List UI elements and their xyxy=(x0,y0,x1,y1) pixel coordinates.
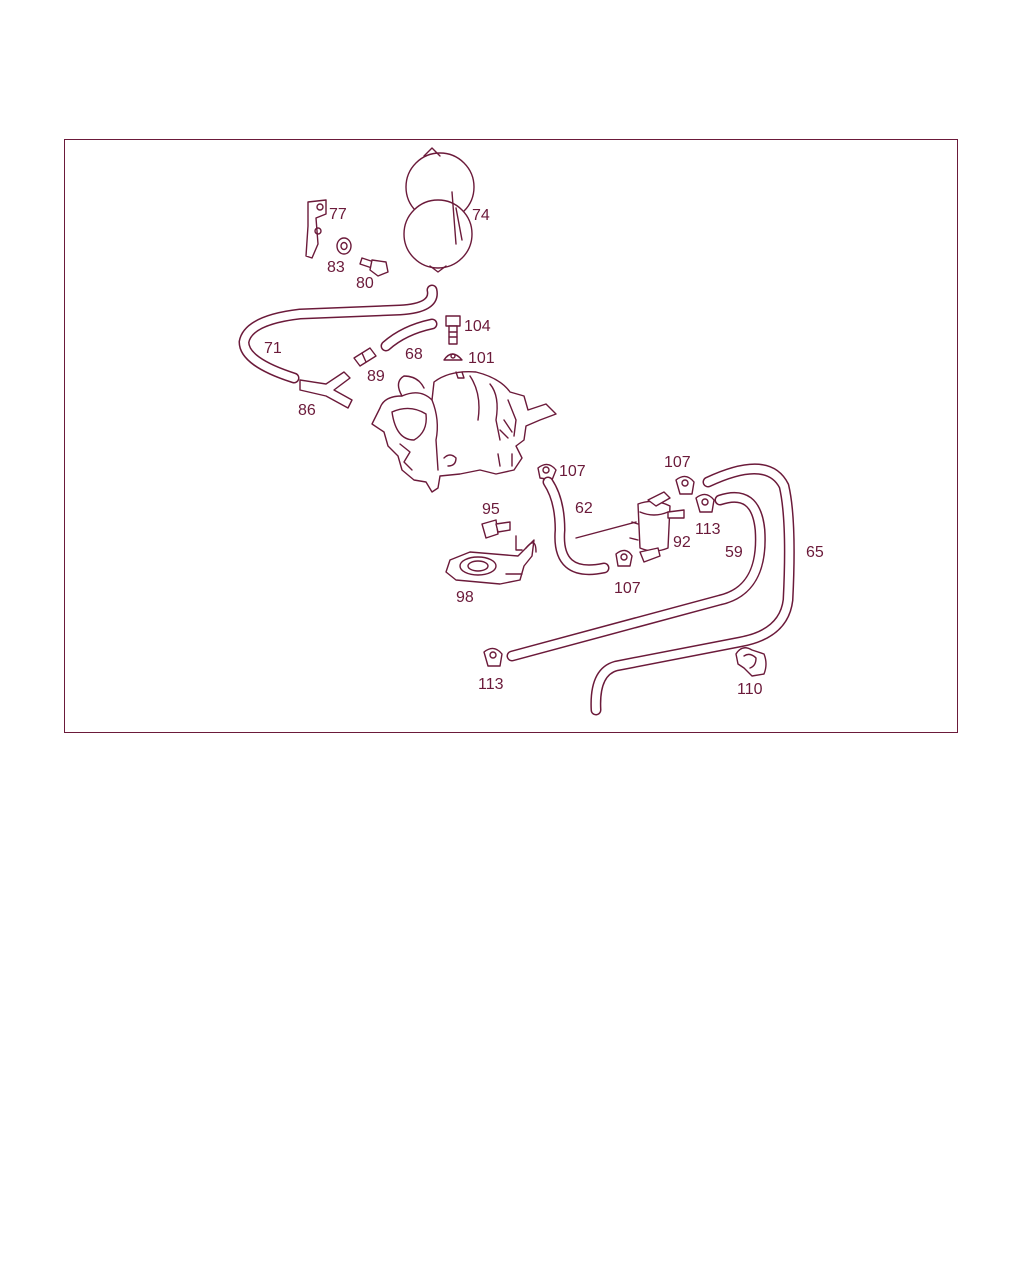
label-107-bottom: 107 xyxy=(614,580,641,597)
y-piece-86 xyxy=(299,371,353,409)
bolt-80 xyxy=(359,257,389,277)
washer-101 xyxy=(443,353,463,361)
label-104: 104 xyxy=(464,318,491,335)
hose-65 xyxy=(590,463,795,716)
label-107-top: 107 xyxy=(559,463,586,480)
reservoir-74 xyxy=(403,147,475,273)
clamp-113-bottom xyxy=(483,647,503,667)
label-71: 71 xyxy=(264,340,282,357)
label-113-top: 113 xyxy=(695,521,721,538)
hose-59 xyxy=(506,491,766,662)
grommet-83 xyxy=(336,237,352,255)
label-86: 86 xyxy=(298,402,316,419)
hose-68 xyxy=(380,318,438,352)
bolt-104 xyxy=(445,315,461,345)
label-80: 80 xyxy=(356,275,374,292)
pump-assembly xyxy=(371,371,557,493)
filter-92 xyxy=(575,491,685,563)
label-68: 68 xyxy=(405,346,423,363)
label-83: 83 xyxy=(327,259,345,276)
diagram-frame xyxy=(64,139,958,733)
label-59: 59 xyxy=(725,544,743,561)
label-74: 74 xyxy=(472,207,490,224)
clamp-107-right xyxy=(675,475,695,495)
label-89: 89 xyxy=(367,368,385,385)
connector-89 xyxy=(353,347,377,367)
label-98: 98 xyxy=(456,589,474,606)
label-101: 101 xyxy=(468,350,495,367)
bracket-77 xyxy=(305,199,327,259)
label-95: 95 xyxy=(482,501,500,518)
label-65: 65 xyxy=(806,544,824,561)
hose-62 xyxy=(542,476,610,576)
label-113-bottom: 113 xyxy=(478,676,504,693)
label-110: 110 xyxy=(737,681,763,698)
label-107-right: 107 xyxy=(664,454,691,471)
clamp-107-bottom xyxy=(615,549,633,567)
bolt-95 xyxy=(481,519,523,551)
plate-98 xyxy=(445,539,537,585)
clamp-113-top xyxy=(695,493,715,513)
clip-110 xyxy=(735,647,767,677)
label-77: 77 xyxy=(329,206,347,223)
label-92: 92 xyxy=(673,534,691,551)
clamp-107-top xyxy=(537,463,557,481)
hose-71 xyxy=(238,284,438,384)
label-62: 62 xyxy=(575,500,593,517)
